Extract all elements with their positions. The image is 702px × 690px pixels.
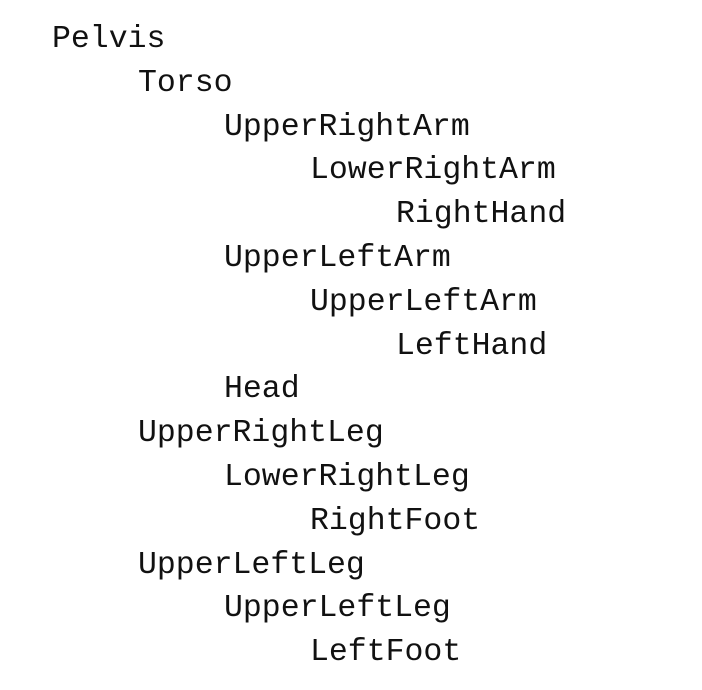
node-right-foot: RightFoot <box>310 503 481 539</box>
node-upper-right-leg: UpperRightLeg <box>138 416 384 452</box>
node-torso: Torso <box>138 65 233 101</box>
node-upper-left-arm: UpperLeftArm <box>224 240 451 276</box>
bone-hierarchy: Pelvis Torso UpperRightArm LowerRightArm… <box>52 18 566 675</box>
node-left-hand: LeftHand <box>396 328 548 364</box>
node-lower-right-arm: LowerRightArm <box>310 153 556 189</box>
node-lower-right-leg: LowerRightLeg <box>224 459 470 495</box>
node-upper-left-arm-child: UpperLeftArm <box>310 284 537 320</box>
node-upper-left-leg-child: UpperLeftLeg <box>224 591 451 627</box>
node-head: Head <box>224 372 300 408</box>
node-pelvis: Pelvis <box>52 22 166 57</box>
node-right-hand: RightHand <box>396 197 567 233</box>
node-upper-left-leg: UpperLeftLeg <box>138 547 365 583</box>
node-left-foot: LeftFoot <box>310 635 462 671</box>
node-upper-right-arm: UpperRightArm <box>224 109 470 145</box>
